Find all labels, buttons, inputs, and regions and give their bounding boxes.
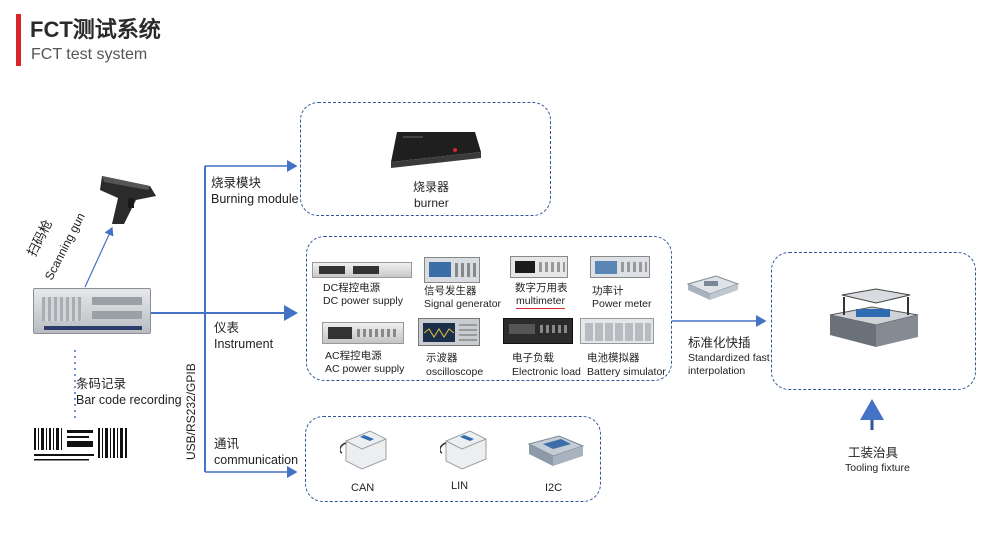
instrument-dc-en: DC power supply	[323, 295, 403, 307]
fast-plug-connector-image	[686, 272, 740, 302]
burner-label-en: burner	[414, 196, 449, 210]
communication-label-cn: 通讯	[214, 437, 240, 451]
instrument-battery-en: Battery simulator	[587, 366, 666, 378]
instrument-dc-cn: DC程控电源	[323, 282, 381, 294]
fixture-label-cn: 工装治具	[848, 446, 899, 460]
instrument-ac-cn: AC程控电源	[325, 350, 382, 362]
instrument-label-en: Instrument	[214, 337, 274, 351]
burner-image	[383, 128, 483, 170]
electronic-load-image	[503, 318, 573, 344]
bus-label: USB/RS232/GPIB	[184, 363, 198, 460]
communication-label-en: communication	[214, 453, 299, 467]
fixture-box	[771, 252, 976, 390]
scanner-arrow	[84, 226, 114, 288]
title-accent-bar	[16, 14, 21, 66]
instrument-battery-cn: 电池模拟器	[587, 352, 640, 364]
comm-lin-label: LIN	[451, 480, 469, 492]
instrument-eload-en: Electronic load	[512, 366, 581, 378]
barcode-label-cn: 条码记录	[76, 377, 127, 391]
interpolation-label-en2: interpolation	[688, 365, 746, 377]
industrial-pc-image	[33, 288, 151, 334]
comm-i2c-label: I2C	[545, 482, 563, 494]
scanner-gun-image	[92, 170, 172, 230]
instrument-box	[306, 236, 672, 381]
instrument-label-cn: 仪表	[214, 321, 240, 335]
instrument-oscilloscope-en: oscilloscope	[426, 366, 484, 378]
interpolation-label-cn: 标准化快插	[688, 336, 751, 350]
lin-device-image	[439, 425, 490, 471]
instrument-powermeter-en: Power meter	[592, 298, 652, 310]
barcode-image	[34, 426, 130, 462]
ac-power-supply-image	[322, 322, 404, 344]
barcode-label-en: Bar code recording	[76, 393, 182, 407]
instrument-oscilloscope-cn: 示波器	[426, 352, 458, 364]
interpolation-label-en1: Standardized fast	[688, 352, 770, 364]
tooling-fixture-image	[822, 285, 924, 351]
can-device-image	[339, 425, 390, 471]
signal-generator-image	[424, 257, 480, 283]
i2c-device-image	[525, 434, 585, 468]
burner-box	[300, 102, 551, 216]
instrument-multimeter-en: multimeter	[516, 295, 566, 309]
instrument-siggen-en: Signal generator	[424, 298, 502, 310]
instrument-ac-en: AC power supply	[325, 363, 405, 375]
comm-can-label: CAN	[351, 482, 375, 494]
instrument-powermeter-cn: 功率计	[592, 285, 624, 297]
burner-label-cn: 烧录器	[413, 180, 450, 194]
instrument-multimeter-cn: 数字万用表	[515, 282, 568, 294]
oscilloscope-image	[418, 318, 480, 346]
page-title: FCT测试系统	[30, 17, 161, 42]
instrument-siggen-cn: 信号发生器	[424, 285, 477, 297]
communication-box	[305, 416, 601, 502]
multimeter-image	[510, 256, 568, 278]
power-meter-image	[590, 256, 650, 278]
burning-label-cn: 烧录模块	[211, 176, 262, 190]
instrument-eload-cn: 电子负载	[512, 352, 554, 364]
dc-power-supply-image	[312, 262, 412, 278]
burning-label-en: Burning module	[211, 192, 299, 206]
page-subtitle: FCT test system	[31, 46, 148, 63]
fixture-label-en: Tooling fixture	[845, 462, 910, 474]
battery-simulator-image	[580, 318, 654, 344]
